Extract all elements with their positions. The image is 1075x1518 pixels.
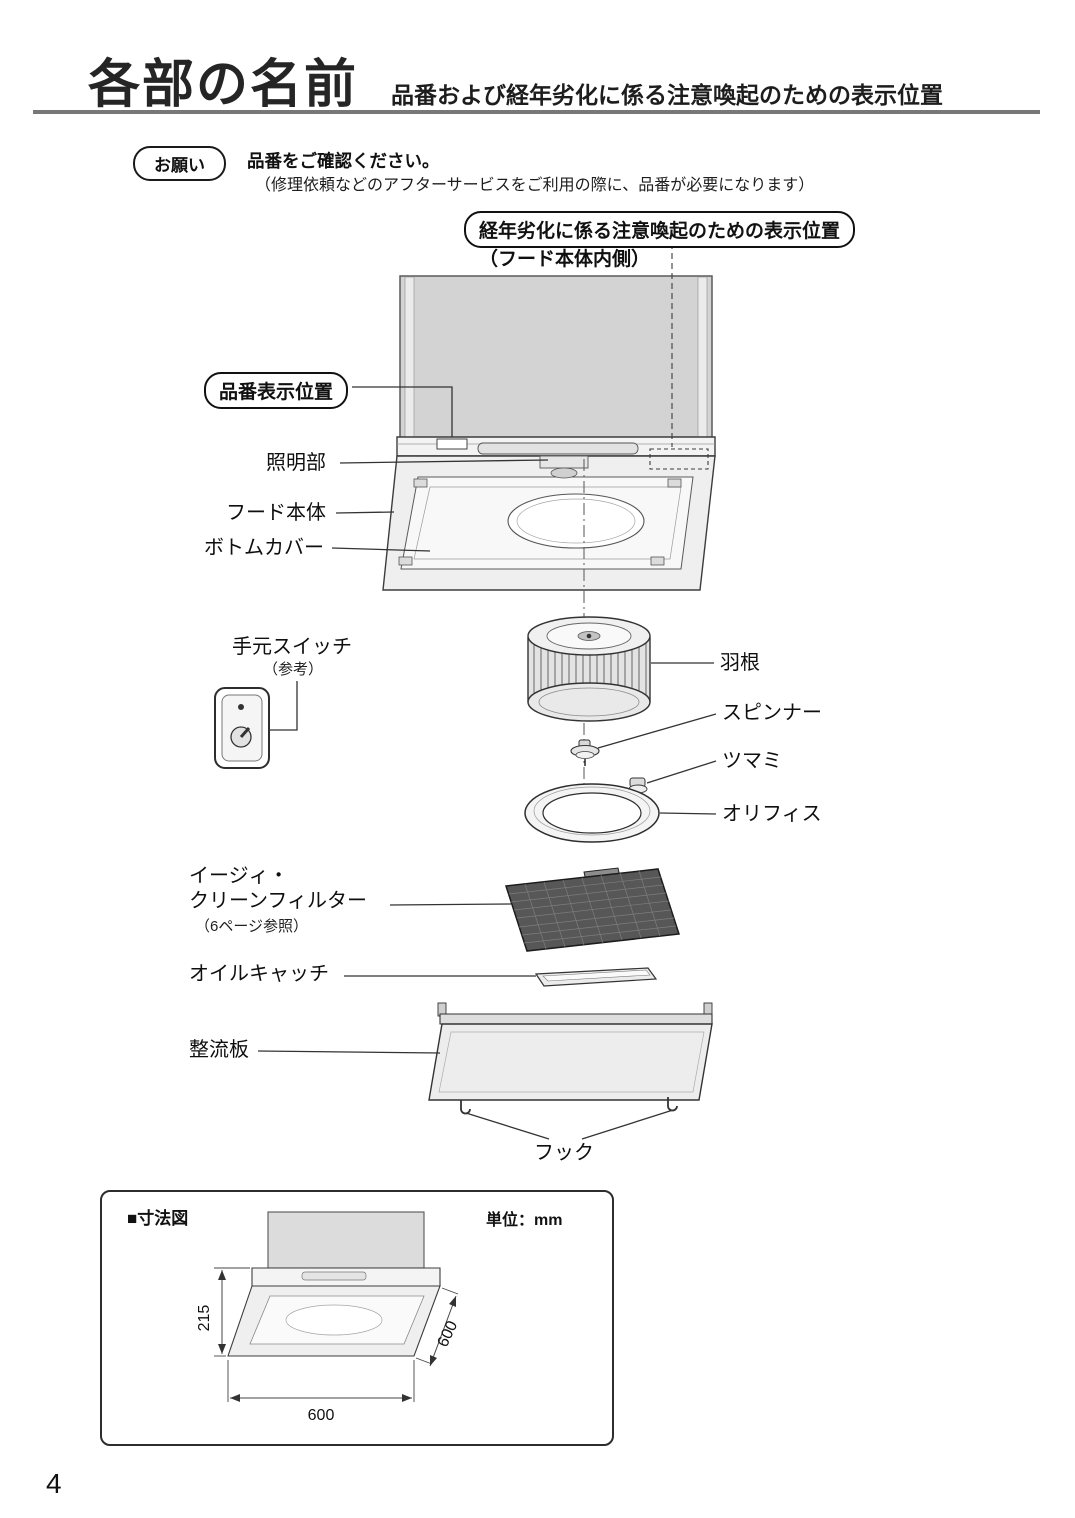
hook-left	[460, 1100, 471, 1115]
label-hand-switch: 手元スイッチ	[232, 636, 352, 658]
label-filter-line1: イージィ・	[189, 865, 289, 887]
page-number: 4	[46, 1468, 62, 1499]
hood-body-callout-line	[335, 511, 395, 514]
part-number-callout-line	[352, 386, 453, 437]
label-oil-catch: オイルキャッチ	[189, 963, 329, 985]
label-knob: ツマミ	[722, 750, 782, 772]
notice-detail: （修理依頼などのアフターサービスをご利用の際に、品番が必要になります）	[255, 177, 815, 194]
aging-position-sub: （フード本体内側）	[479, 249, 651, 270]
page-title: 各部の名前	[88, 56, 359, 114]
label-hand-switch-sub: （参考）	[263, 661, 324, 678]
bottom-cover-callout-line	[331, 547, 431, 552]
oil-catch-drawing	[534, 967, 658, 987]
callout-lines	[257, 386, 717, 1140]
hook-callout-line-right	[581, 1109, 674, 1140]
lamp-bulb	[550, 467, 578, 479]
back-panel-drawing	[399, 275, 713, 446]
aging-position-box: 経年劣化に係る注意喚起のための表示位置	[464, 211, 856, 248]
orifice-drawing	[524, 783, 660, 843]
baffle-callout-line	[257, 1050, 441, 1054]
label-hood-body: フード本体	[226, 502, 326, 524]
aging-label-indicator	[649, 243, 709, 470]
page-subtitle: 品番および経年劣化に係る注意喚起のための表示位置	[391, 82, 943, 108]
label-orifice: オリフィス	[722, 803, 822, 825]
hood-body-drawing	[382, 436, 716, 591]
label-fan-blade: 羽根	[720, 652, 760, 674]
label-hook: フック	[534, 1142, 594, 1164]
dim-width-value: 600	[308, 1407, 335, 1424]
spinner-drawing	[570, 739, 600, 766]
baffle-plate-drawing	[428, 1002, 713, 1115]
hook-callout-line-left	[465, 1112, 550, 1140]
label-filter: イージィ・ クリーンフィルター （6ページ参照）	[189, 864, 367, 936]
label-bottom-cover: ボトムカバー	[204, 537, 324, 559]
fan-blade-drawing	[527, 616, 651, 722]
lamp-housing	[539, 455, 589, 469]
part-number-plate	[436, 438, 468, 450]
header-rule	[33, 110, 1040, 114]
filter-drawing	[505, 867, 680, 952]
dimension-box	[100, 1190, 614, 1446]
knob-callout-line	[646, 760, 717, 784]
notice-heading: 品番をご確認ください。	[247, 151, 440, 171]
label-lighting: 照明部	[266, 452, 326, 474]
label-filter-sub: （6ページ参照）	[195, 918, 309, 935]
notice-badge: お願い	[133, 146, 226, 181]
dimension-unit: 単位：mm	[486, 1212, 563, 1229]
label-baffle: 整流板	[189, 1039, 249, 1061]
label-spinner: スピンナー	[722, 702, 822, 724]
hand-switch-drawing	[214, 681, 298, 769]
spinner-callout-line	[597, 713, 717, 749]
part-number-position-box: 品番表示位置	[204, 372, 349, 409]
filter-callout-line	[389, 903, 512, 906]
label-filter-line2: クリーンフィルター	[189, 890, 367, 912]
dimension-title: ■寸法図	[127, 1209, 189, 1228]
dimension-drawing: 215 600 600	[196, 1211, 461, 1424]
orifice-callout-line	[659, 812, 717, 815]
dim-height-value: 215	[196, 1305, 213, 1332]
lighting-callout-line	[339, 459, 549, 464]
